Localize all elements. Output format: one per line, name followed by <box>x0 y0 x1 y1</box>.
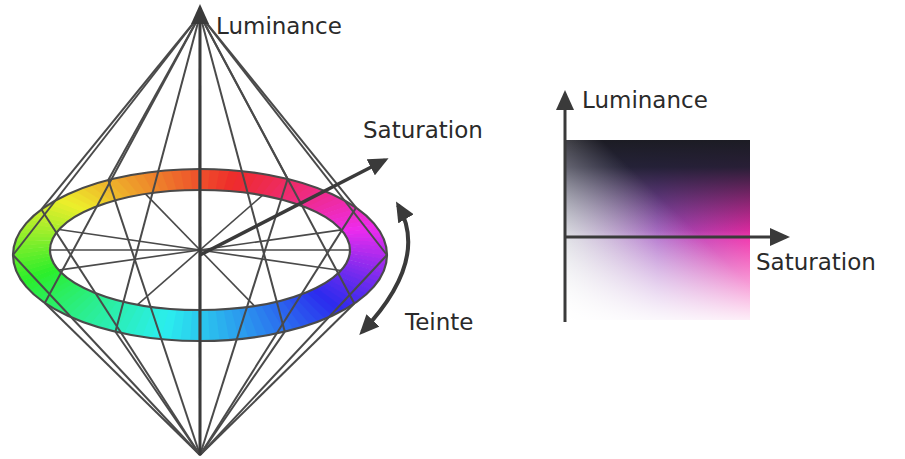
axis-label: Luminance <box>216 14 342 39</box>
luminance-axis <box>564 94 567 322</box>
wireframe-line <box>200 15 387 255</box>
wireframe-line <box>13 255 200 455</box>
axis-label: Teinte <box>405 310 473 335</box>
wireframe-line <box>41 15 200 209</box>
wireframe-line <box>200 15 356 208</box>
hue-arrow <box>362 205 408 332</box>
axis-label: Saturation <box>363 118 483 143</box>
saturation-axis <box>565 236 786 239</box>
wireframe-line <box>108 180 200 455</box>
axis-label: Luminance <box>582 88 708 113</box>
wireframe-line <box>45 303 200 455</box>
wireframe-line <box>115 15 200 332</box>
luminance-axis <box>199 8 202 455</box>
saturation-axis <box>200 160 385 255</box>
wireframe-line <box>45 15 200 303</box>
luminance-saturation-square <box>565 140 750 320</box>
wireframe-line <box>200 15 288 179</box>
wireframe-line <box>200 179 288 455</box>
wireframe-line <box>108 15 200 180</box>
wireframe-line <box>200 255 387 455</box>
wireframe-line <box>200 15 354 304</box>
wireframe-line <box>13 15 200 255</box>
axis-label: Saturation <box>756 250 876 275</box>
wireframe-line <box>200 15 285 332</box>
